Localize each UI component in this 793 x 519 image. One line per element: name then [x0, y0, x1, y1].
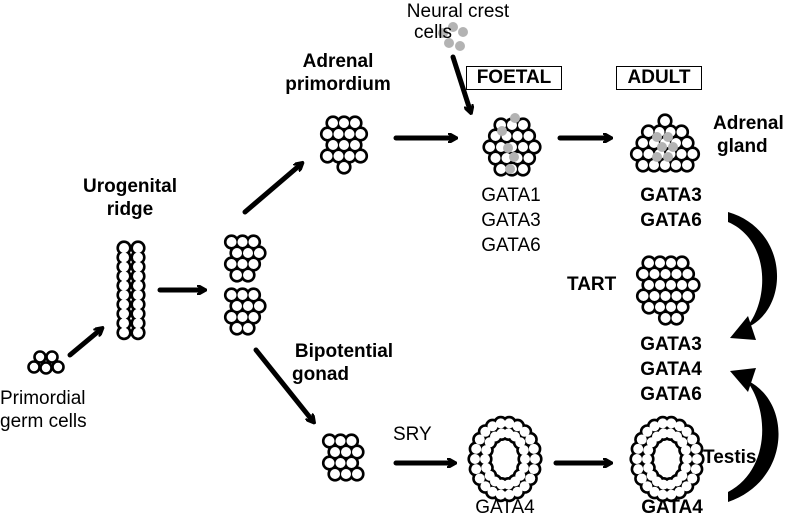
primordial-line2: germ cells: [0, 411, 87, 432]
neural-crest-line2: cells: [414, 22, 453, 43]
adrenal-primordium-cluster: [319, 115, 369, 175]
adult-adrenal-cluster: [629, 113, 701, 173]
foetal-box: FOETAL: [466, 66, 562, 90]
germ-cell-cluster: [27, 350, 65, 375]
foetal-adrenal-cluster: [482, 113, 542, 177]
urogenital-ridge-label: Urogenital ridge: [60, 175, 200, 221]
foetal-gata-list: GATA1 GATA3 GATA6: [466, 183, 556, 258]
tart-gata-list: GATA3 GATA4 GATA6: [626, 332, 716, 407]
adrenal-primordium-line2: primordium: [285, 74, 391, 95]
tart-gata4: GATA4: [640, 359, 702, 380]
adult-gata6: GATA6: [640, 210, 702, 231]
bipotential-gonad-label: Bipotential gonad: [274, 340, 414, 386]
arrows: [67, 54, 608, 463]
foetal-gata6: GATA6: [481, 235, 541, 256]
sry-label: SRY: [393, 424, 432, 445]
curved-arrow-testis-to-tart: [728, 368, 779, 502]
neural-crest-label: Neural crest cells: [388, 0, 528, 43]
testis-gata4: GATA4: [641, 497, 703, 518]
adrenal-primordium-label: Adrenal primordium: [268, 50, 408, 96]
primordial-line1: Primordial: [0, 388, 86, 409]
adrenal-gland-line1: Adrenal: [713, 113, 784, 134]
arrow-divide-to-gonad: [253, 347, 312, 420]
urogenital-line2: ridge: [106, 199, 154, 220]
tart-gata6: GATA6: [640, 384, 702, 405]
tart-cluster: [635, 255, 701, 326]
adrenal-gland-line2: gland: [717, 136, 768, 157]
adult-testis-cluster: [629, 415, 705, 503]
gonad-gata4: GATA4: [475, 497, 535, 518]
tart-label: TART: [567, 274, 617, 295]
tart-gata3: GATA3: [640, 334, 702, 355]
curved-arrow-adult-to-tart: [728, 212, 778, 340]
bipotential-line2: gonad: [292, 364, 349, 385]
arrow-neural-crest-in: [450, 54, 470, 110]
adult-box: ADULT: [616, 66, 702, 90]
adrenal-primordium-line1: Adrenal: [302, 51, 374, 72]
urogenital-line1: Urogenital: [83, 176, 177, 197]
bipotential-line1: Bipotential: [294, 341, 394, 362]
primordial-germ-cells-label: Primordial germ cells: [0, 387, 87, 433]
adrenal-gland-label: Adrenal gland: [713, 112, 784, 158]
dividing-cluster: [223, 234, 267, 336]
arrow-divide-to-adrenal: [242, 165, 300, 215]
gonad-cluster: [321, 433, 365, 482]
neural-crest-line1: Neural crest: [406, 1, 510, 22]
foetal-gata1: GATA1: [481, 185, 541, 206]
foetal-gata3: GATA3: [481, 210, 541, 231]
cell-clusters: [27, 22, 779, 503]
adult-gata-list: GATA3 GATA6: [626, 183, 716, 233]
arrow-germ-to-ridge: [67, 330, 100, 358]
adult-gata3: GATA3: [640, 185, 702, 206]
testis-label: Testis: [703, 447, 757, 468]
urogenital-ridge-cluster: [116, 240, 146, 341]
foetal-testis-cluster: [467, 415, 543, 503]
neural-crest-cells: [438, 22, 468, 51]
